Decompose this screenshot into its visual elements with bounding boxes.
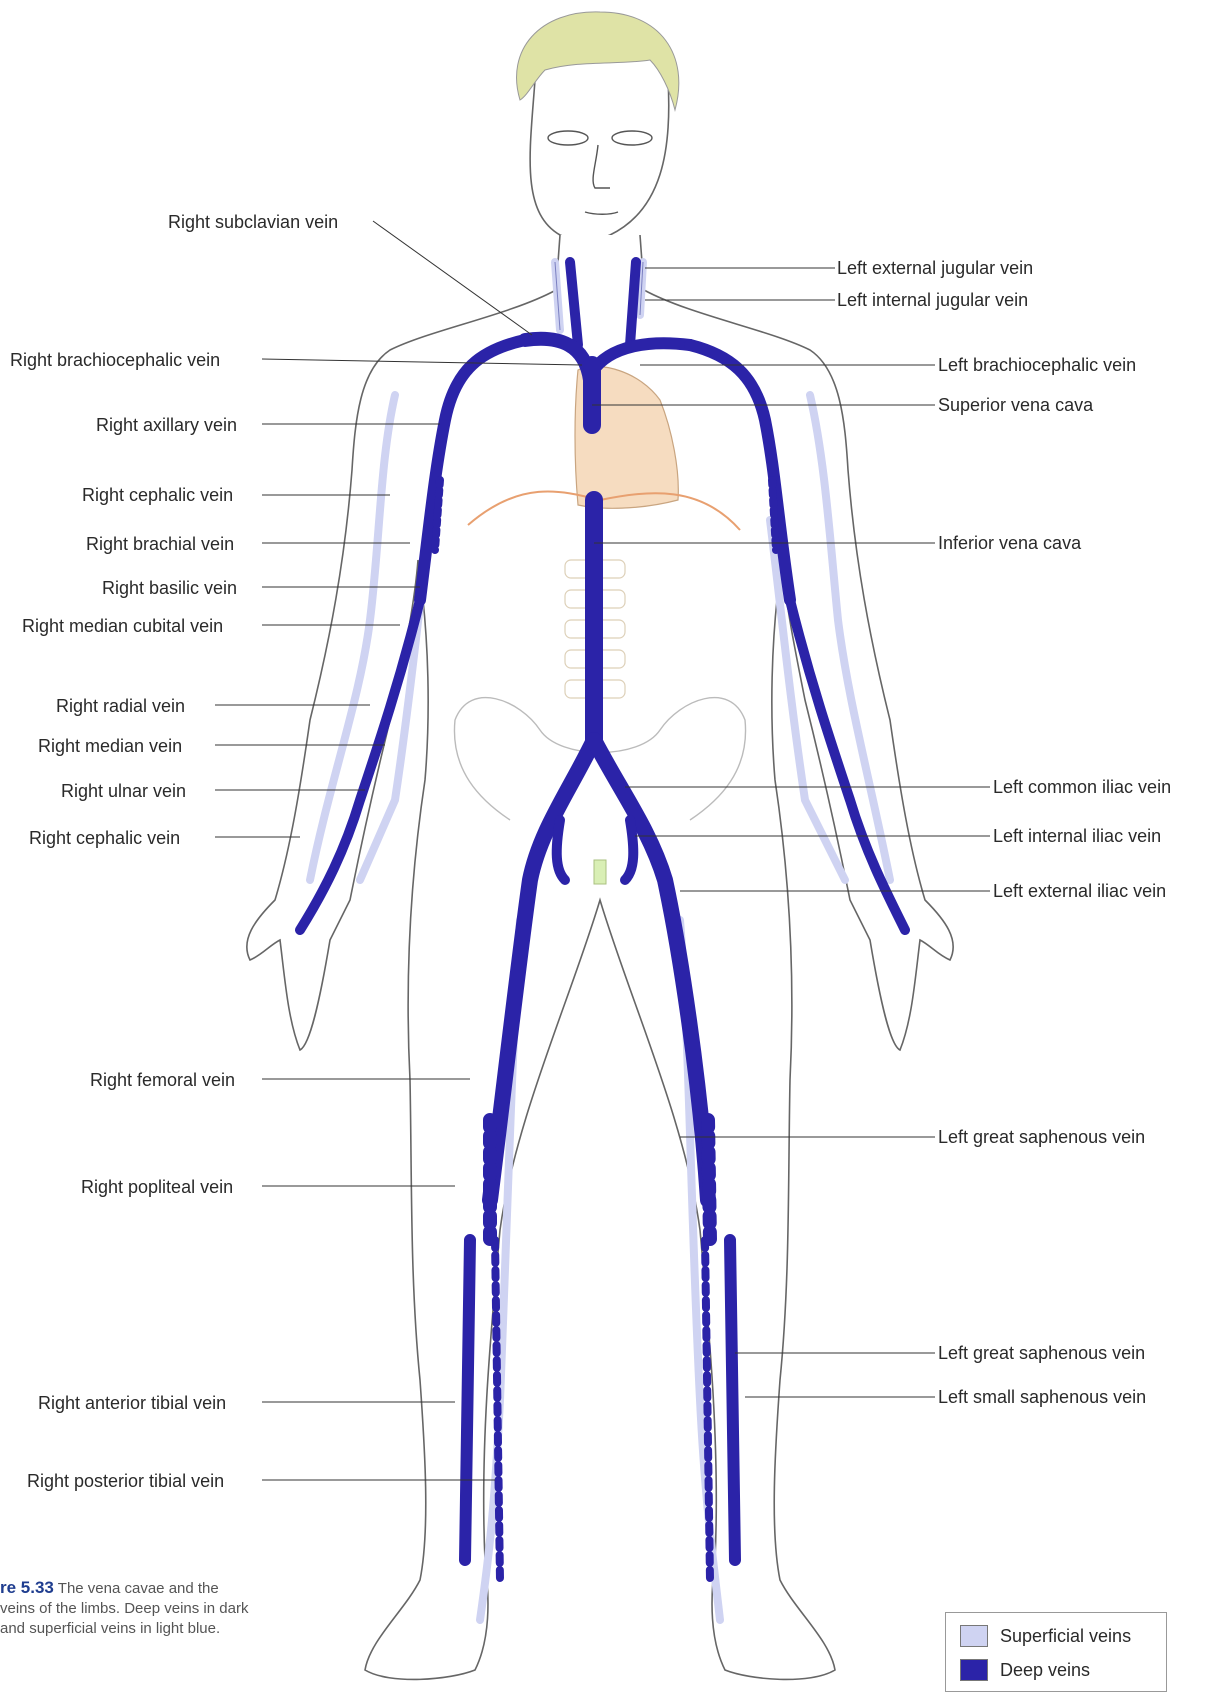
- label-right-basilic-vein: Right basilic vein: [102, 577, 237, 599]
- label-right-median-cubital-vein: Right median cubital vein: [22, 615, 223, 637]
- caption-line-1: The vena cavae and the: [54, 1580, 219, 1597]
- figure-number: re 5.33: [0, 1578, 54, 1597]
- label-left-brachiocephalic-vein: Left brachiocephalic vein: [938, 354, 1136, 376]
- label-superior-vena-cava: Superior vena cava: [938, 394, 1093, 416]
- caption-line-3: and superficial veins in light blue.: [0, 1619, 300, 1639]
- label-left-internal-jugular-vein: Left internal jugular vein: [837, 289, 1028, 311]
- label-right-subclavian-vein: Right subclavian vein: [168, 211, 338, 233]
- label-right-cephalic-vein-upper: Right cephalic vein: [82, 484, 233, 506]
- label-right-brachial-vein: Right brachial vein: [86, 533, 234, 555]
- label-right-brachiocephalic-vein: Right brachiocephalic vein: [10, 349, 220, 371]
- pubic-symphysis: [594, 860, 606, 884]
- legend-label-deep: Deep veins: [1000, 1660, 1090, 1681]
- body-outline: [247, 39, 953, 1680]
- label-left-great-saphenous-vein-upper: Left great saphenous vein: [938, 1126, 1145, 1148]
- caption-line-2: veins of the limbs. Deep veins in dark: [0, 1599, 300, 1619]
- legend-swatch-deep: [960, 1659, 988, 1681]
- label-left-common-iliac-vein: Left common iliac vein: [993, 776, 1171, 798]
- label-left-external-jugular-vein: Left external jugular vein: [837, 257, 1033, 279]
- label-left-great-saphenous-vein-lower: Left great saphenous vein: [938, 1342, 1145, 1364]
- label-right-radial-vein: Right radial vein: [56, 695, 185, 717]
- legend-label-superficial: Superficial veins: [1000, 1626, 1131, 1647]
- legend: Superficial veins Deep veins: [945, 1612, 1167, 1692]
- label-right-anterior-tibial-vein: Right anterior tibial vein: [38, 1392, 226, 1414]
- label-right-femoral-vein: Right femoral vein: [90, 1069, 235, 1091]
- label-left-small-saphenous-vein: Left small saphenous vein: [938, 1386, 1146, 1408]
- label-left-internal-iliac-vein: Left internal iliac vein: [993, 825, 1161, 847]
- label-inferior-vena-cava: Inferior vena cava: [938, 532, 1081, 554]
- legend-item-superficial: Superficial veins: [960, 1623, 1131, 1649]
- label-right-popliteal-vein: Right popliteal vein: [81, 1176, 233, 1198]
- label-right-cephalic-vein-lower: Right cephalic vein: [29, 827, 180, 849]
- figure-caption: re 5.33 The vena cavae and the veins of …: [0, 1578, 300, 1639]
- label-right-ulnar-vein: Right ulnar vein: [61, 780, 186, 802]
- legend-item-deep: Deep veins: [960, 1657, 1090, 1683]
- label-right-posterior-tibial-vein: Right posterior tibial vein: [27, 1470, 224, 1492]
- label-right-median-vein: Right median vein: [38, 735, 182, 757]
- label-right-axillary-vein: Right axillary vein: [96, 414, 237, 436]
- label-left-external-iliac-vein: Left external iliac vein: [993, 880, 1166, 902]
- legend-swatch-superficial: [960, 1625, 988, 1647]
